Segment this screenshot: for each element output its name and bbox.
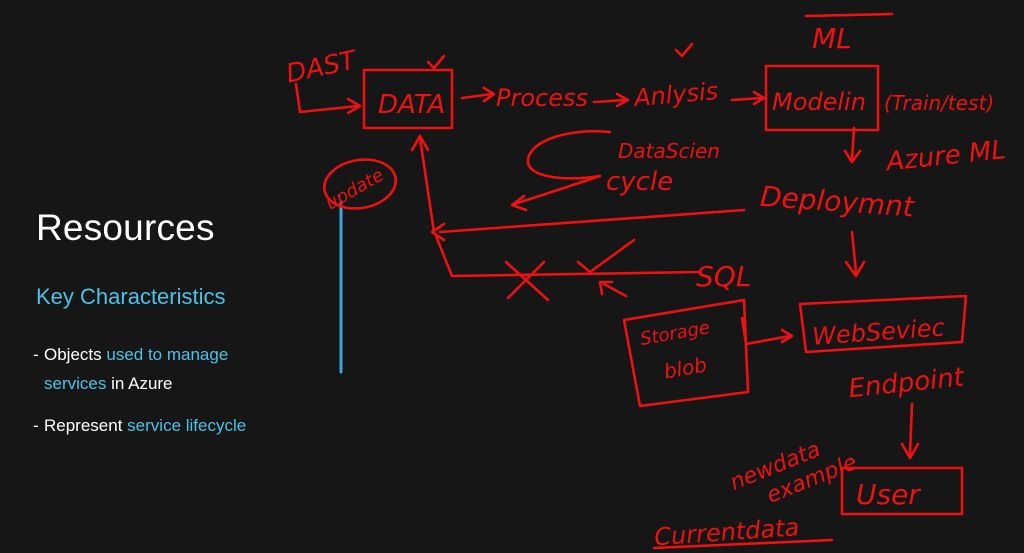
bullet-text: Objects (44, 345, 107, 364)
data-label: DATA (378, 90, 445, 120)
bullet-item: -Represent service lifecycle (33, 411, 293, 440)
sql-data-line (434, 234, 702, 278)
link-storage-webservice (740, 316, 792, 346)
web-service-box (798, 294, 968, 354)
arrow-deploy-data (438, 208, 746, 234)
dast-arrowhead (346, 97, 362, 115)
modeling-label: Modelin (772, 88, 866, 116)
blob-label: blob (662, 352, 709, 383)
user-label: User (856, 478, 921, 511)
data-box (362, 68, 454, 130)
arrow-endpoint-user (908, 402, 914, 456)
deployment-label: Deploymnt (759, 180, 916, 224)
arrowhead-deploy-webservice (844, 260, 866, 278)
arrowhead-process-analysis (615, 92, 630, 108)
bullet-highlight: used to manage services (44, 345, 229, 393)
analysis-checkmark (674, 42, 694, 58)
arrowhead-endpoint-user (900, 442, 920, 460)
arrowhead-feedback-up (410, 134, 430, 152)
arrowhead-data-process (482, 86, 496, 103)
cycle-arrowhead (510, 194, 528, 212)
sql-checkmark (576, 238, 636, 274)
train-test-label: (Train/test) (884, 91, 994, 115)
storage-label: Storage (639, 317, 712, 350)
arrowhead-deploy-data (430, 222, 446, 242)
slide-title: Resources (36, 207, 215, 248)
sql-label: SQL (696, 260, 751, 293)
bullet-list: -Objects used to manage services in Azur… (33, 340, 293, 453)
azure-ml-label: Azure ML (883, 135, 1007, 178)
user-box (840, 466, 964, 516)
update-circle (323, 158, 397, 210)
cycle-swirl-tail (512, 174, 602, 206)
arrow-process-analysis (592, 98, 628, 104)
data-checkmark (426, 54, 446, 70)
bullet-dash: - (33, 345, 39, 364)
slide-subtitle: Key Characteristics (36, 284, 226, 309)
data-science-label: DataScien (618, 139, 720, 163)
current-data-underline (652, 538, 834, 550)
arrow-data-process (460, 92, 494, 100)
cycle-label: cycle (606, 167, 673, 197)
bullet-dash: - (33, 416, 39, 435)
x-mark (504, 260, 550, 302)
process-label: Process (496, 84, 588, 112)
arrowhead-storage-webservice (780, 328, 794, 344)
analysis-label: Anlysis (631, 77, 719, 112)
arrowhead-storage-sql (598, 280, 614, 296)
arrow-analysis-modeling (730, 96, 764, 102)
ml-overline (804, 12, 894, 18)
arrow-feedback-up (418, 136, 436, 234)
bullet-highlight: service lifecycle (127, 416, 247, 435)
bullet-text: Represent (44, 416, 128, 435)
bullet-text-tail: in Azure (106, 374, 173, 393)
endpoint-label: Endpoint (847, 362, 966, 404)
arrow-storage-sql (602, 282, 628, 298)
arrow-deploy-webservice (850, 230, 858, 274)
cycle-swirl (526, 129, 612, 180)
dast-label: DAST (284, 45, 361, 89)
ml-label: ML (812, 22, 852, 55)
arrow-modeling-deploy (850, 126, 856, 162)
storage-blob-box (622, 298, 750, 408)
modeling-box (764, 64, 880, 132)
dast-arrow (294, 82, 360, 114)
bullet-item: -Objects used to manage services in Azur… (33, 340, 293, 398)
arrowhead-analysis-modeling (752, 90, 766, 106)
arrowhead-modeling-deploy (843, 149, 862, 164)
